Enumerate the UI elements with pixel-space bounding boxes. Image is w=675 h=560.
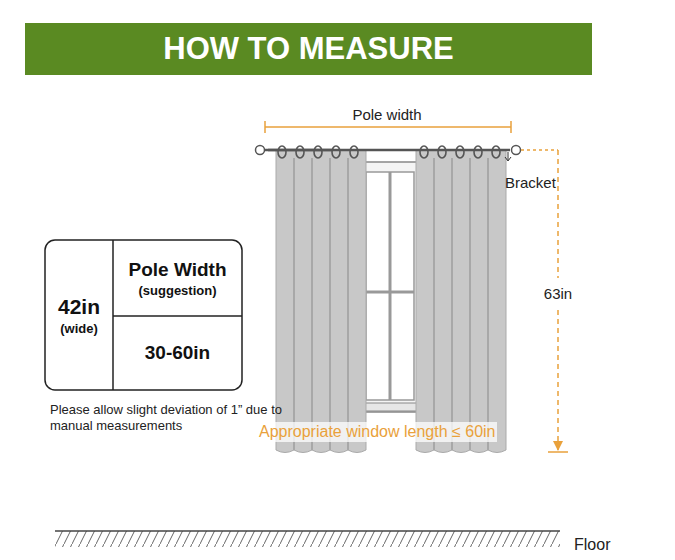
grommet [474, 146, 482, 158]
grommet [438, 146, 446, 158]
grommet [492, 146, 500, 158]
floor-label: Floor [574, 535, 610, 555]
curtain-pole [256, 146, 521, 162]
callout-label: Bracket [505, 174, 556, 193]
dimension-note: Appropriate window length ≤ 60in [257, 422, 497, 442]
title: HOW TO MEASURE [25, 23, 592, 75]
table-cell: 30-60in [114, 317, 241, 389]
cell-subtext: (suggestion) [139, 283, 217, 298]
cell-heading: 30-60in [145, 342, 210, 364]
dimension-label: Pole width [352, 106, 421, 125]
grommet [278, 146, 286, 158]
grommet [332, 146, 340, 158]
cell-heading: 42in [58, 295, 100, 319]
grommet [456, 146, 464, 158]
cell-heading: Pole Width [129, 259, 227, 281]
table-cell: Pole Width (suggestion) [114, 241, 241, 315]
grommet [314, 146, 322, 158]
cell-subtext: (wide) [60, 321, 98, 336]
curtain-left [276, 150, 366, 453]
floor [55, 531, 560, 547]
curtain-right [416, 150, 506, 453]
grommets [278, 146, 500, 158]
title-banner [25, 23, 592, 75]
grommet [420, 146, 428, 158]
table-cell: 42in (wide) [46, 241, 112, 389]
dimension-label: 63in [544, 285, 572, 304]
grommet [350, 146, 358, 158]
note: Please allow slight deviation of 1” due … [50, 402, 285, 435]
size-table [45, 240, 242, 390]
grommet [296, 146, 304, 158]
